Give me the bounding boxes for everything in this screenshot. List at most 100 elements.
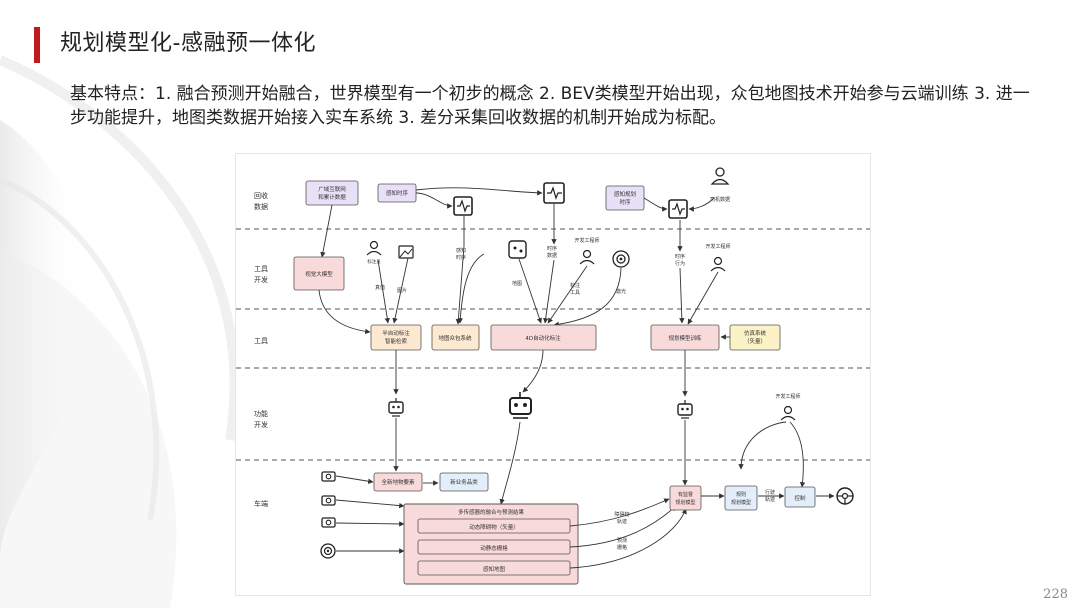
svg-text:广域互联网: 广域互联网: [318, 185, 346, 193]
steering-wheel-icon: [836, 487, 854, 505]
svg-text:障碍物: 障碍物: [614, 511, 629, 518]
box-perception-seq-1: 感知时序: [377, 183, 417, 203]
svg-text:半自动标注: 半自动标注: [382, 329, 410, 337]
robot-icon: [509, 392, 532, 419]
svg-text:控制: 控制: [794, 494, 806, 502]
box-perception-seq-2: 感知规划 时序: [605, 185, 645, 211]
title-accent-bar: [34, 27, 40, 63]
svg-text:有监督: 有监督: [678, 491, 693, 498]
svg-text:动态障碍物（矢量）: 动态障碍物（矢量）: [469, 523, 519, 531]
row-label-vehicle: 车端: [254, 499, 268, 508]
row-label-func-dev: 功能: [254, 409, 268, 418]
page-title: 规划模型化-感融预一体化: [60, 31, 316, 56]
waveform-icon: [453, 196, 473, 216]
svg-text:感知: 感知: [456, 247, 466, 254]
svg-text:仿真系统: 仿真系统: [744, 329, 767, 337]
person-icon: [780, 405, 796, 421]
svg-text:栅格: 栅格: [617, 544, 627, 551]
svg-text:开发: 开发: [254, 420, 268, 429]
svg-text:行驶: 行驶: [765, 489, 775, 496]
row-separators: [236, 228, 870, 461]
svg-text:时序: 时序: [619, 198, 631, 206]
svg-text:感知时序: 感知时序: [386, 189, 409, 197]
svg-text:时序: 时序: [456, 254, 466, 261]
svg-text:动静态栅格: 动静态栅格: [480, 544, 508, 552]
svg-text:时序: 时序: [675, 253, 685, 260]
svg-text:数据: 数据: [547, 252, 557, 259]
svg-text:轨迹: 轨迹: [617, 518, 627, 525]
svg-text:感知地图: 感知地图: [483, 565, 506, 573]
svg-text:地图: 地图: [512, 280, 522, 287]
person-icon: [710, 167, 730, 185]
camera-icon: [321, 517, 336, 528]
svg-text:时序: 时序: [547, 245, 557, 252]
box-planning-train: 规划模型训练: [650, 324, 720, 351]
robot-icon: [677, 400, 693, 419]
box-sim-system: 仿真系统 （矢量）: [729, 324, 781, 351]
person-icon: [710, 256, 726, 272]
svg-text:和累计数据: 和累计数据: [318, 193, 346, 201]
svg-text:标注: 标注: [570, 282, 580, 289]
svg-text:规划模型: 规划模型: [675, 499, 695, 506]
svg-text:数据: 数据: [254, 202, 268, 211]
svg-text:开发: 开发: [254, 275, 268, 284]
svg-text:轨迹: 轨迹: [765, 496, 775, 503]
box-internet-data: 广域互联网 和累计数据: [305, 180, 359, 206]
svg-text:智能检索: 智能检索: [385, 337, 408, 345]
svg-text:新业务品类: 新业务品类: [450, 478, 478, 486]
waveform-icon: [668, 199, 688, 219]
box-auto-label-4d: 4D自动化标注: [490, 324, 597, 351]
robot-icon: [388, 398, 404, 417]
diagram-svg: 回收 数据 工具 开发 工具 功能 开发 车端 广域互联网 和累计数据 感知时序: [236, 167, 870, 585]
box-dynamic-obstacle: 动态障碍物（矢量）: [417, 518, 571, 534]
svg-text:规划模型训练: 规划模型训练: [668, 334, 702, 342]
description-text: 基本特点：1. 融合预测开始融合，世界模型有一个初步的概念 2. BEV类模型开…: [70, 84, 1030, 128]
svg-text:激光: 激光: [616, 288, 626, 295]
svg-text:规则: 规则: [736, 491, 746, 498]
radar-icon: [320, 543, 336, 559]
svg-text:感知规划: 感知规划: [614, 190, 636, 198]
label-driver-data: 司机数据: [710, 196, 730, 203]
map-robot-icon: [508, 240, 527, 259]
svg-text:多传感器的融合与预测结果: 多传感器的融合与预测结果: [458, 508, 525, 516]
image-icon: [398, 245, 414, 259]
box-map-crowd: 地图众包系统: [431, 324, 480, 351]
box-new-business: 新业务品类: [439, 472, 489, 492]
row-label-tools: 工具: [254, 337, 268, 345]
box-full-element: 全新地物要素: [373, 472, 423, 492]
box-control: 控制: [784, 486, 816, 508]
radar-icon: [612, 250, 630, 268]
camera-icon: [321, 495, 336, 506]
box-semi-auto-label: 半自动标注 智能检索: [370, 324, 422, 351]
svg-text:（矢量）: （矢量）: [744, 337, 766, 345]
svg-text:开发工程师: 开发工程师: [775, 393, 800, 400]
row-label-collect: 回收: [254, 191, 268, 200]
box-dynamic-static-grid: 动静态栅格: [417, 539, 571, 555]
row-label-tool-dev: 工具: [254, 265, 268, 273]
svg-text:全新地物要素: 全新地物要素: [381, 478, 415, 486]
svg-text:视觉大模型: 视觉大模型: [305, 270, 333, 278]
svg-text:标注员: 标注员: [367, 258, 381, 265]
box-perception-map: 感知地图: [417, 560, 571, 576]
box-rule-model: 规则 规划模型: [724, 485, 758, 511]
person-icon: [579, 249, 595, 265]
svg-text:真值: 真值: [375, 284, 385, 291]
svg-text:开发工程师: 开发工程师: [705, 243, 730, 250]
box-pred-plan-model: 有监督 规划模型: [669, 485, 702, 511]
svg-text:4D自动化标注: 4D自动化标注: [525, 334, 561, 342]
box-big-model: 视觉大模型: [293, 256, 345, 291]
svg-text:工具: 工具: [570, 290, 580, 296]
waveform-icon: [543, 182, 565, 204]
svg-text:规划模型: 规划模型: [731, 499, 751, 506]
svg-text:预测: 预测: [617, 537, 627, 544]
svg-text:地图众包系统: 地图众包系统: [438, 334, 472, 342]
svg-text:行为: 行为: [675, 260, 685, 267]
page-number: 228: [1043, 587, 1068, 602]
svg-text:开发工程师: 开发工程师: [574, 237, 599, 244]
camera-icon: [321, 471, 336, 482]
person-icon: [366, 240, 382, 256]
pipeline-diagram: 回收 数据 工具 开发 工具 功能 开发 车端 广域互联网 和累计数据 感知时序: [235, 153, 871, 596]
svg-text:图片: 图片: [397, 287, 407, 294]
